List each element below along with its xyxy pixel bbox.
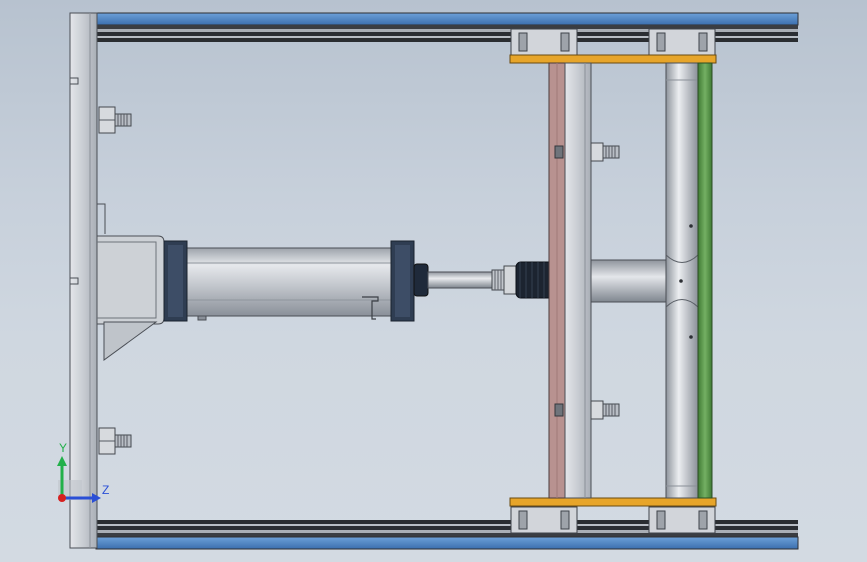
t-pipe[interactable]	[590, 62, 699, 499]
bottom-slider-assembly[interactable]	[509, 497, 717, 534]
pusher-plate[interactable]	[564, 62, 592, 499]
bottom-rail[interactable]	[95, 520, 799, 550]
y-axis-label: Y	[59, 441, 67, 455]
top-slider-assembly[interactable]	[509, 28, 717, 64]
cylinder-bracket[interactable]	[96, 235, 165, 361]
bolt-pusher-lower[interactable]	[590, 400, 620, 420]
floating-joint[interactable]	[515, 261, 563, 299]
bolt-left-upper[interactable]	[98, 106, 132, 134]
z-axis-label: Z	[102, 483, 109, 497]
x-axis-dot	[58, 494, 66, 502]
top-rail[interactable]	[95, 12, 799, 42]
bolt-pusher-upper[interactable]	[590, 142, 620, 162]
pad-plate[interactable]	[548, 62, 566, 499]
rubber-strip[interactable]	[697, 62, 713, 499]
left-end-plate[interactable]	[69, 12, 106, 549]
bolt-left-lower[interactable]	[98, 427, 132, 455]
pneumatic-cylinder[interactable]	[163, 240, 429, 322]
piston-rod[interactable]	[427, 265, 517, 295]
axis-triad: Y Z	[57, 441, 109, 503]
